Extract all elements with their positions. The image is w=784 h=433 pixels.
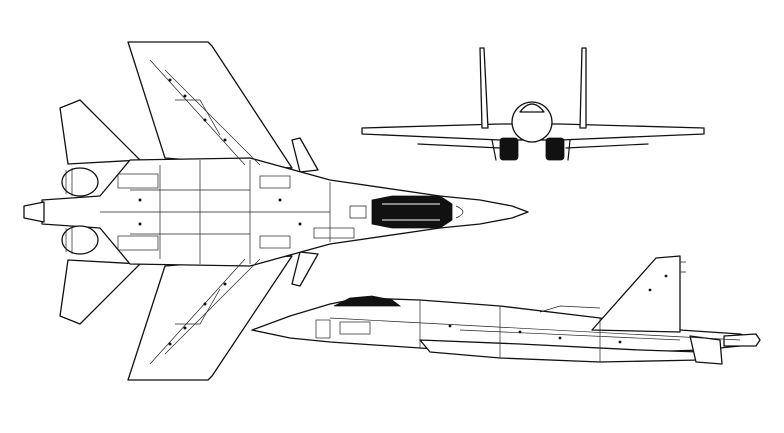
- plan-view: [23, 41, 529, 381]
- side-view: [251, 255, 761, 365]
- plan-lower-stabilizer: [59, 259, 141, 325]
- side-rivets: [448, 274, 668, 344]
- plan-rivets: [138, 78, 302, 346]
- front-view: [361, 47, 705, 161]
- plan-lower-nozzle: [61, 225, 99, 255]
- front-left-intake: [499, 137, 519, 161]
- plan-upper-stabilizer: [59, 99, 141, 165]
- plan-upper-nozzle: [61, 167, 99, 197]
- front-right-fin: [579, 47, 587, 129]
- side-vertical-tail: [591, 255, 681, 333]
- plan-canopy: [371, 195, 453, 229]
- plan-upper-wing: [127, 41, 293, 169]
- plan-upper-canard: [291, 137, 319, 173]
- front-left-fin: [479, 47, 489, 129]
- plan-tail-sting: [23, 201, 45, 223]
- plan-lower-canard: [291, 251, 319, 287]
- front-right-intake: [545, 137, 565, 161]
- side-canopy: [333, 295, 402, 307]
